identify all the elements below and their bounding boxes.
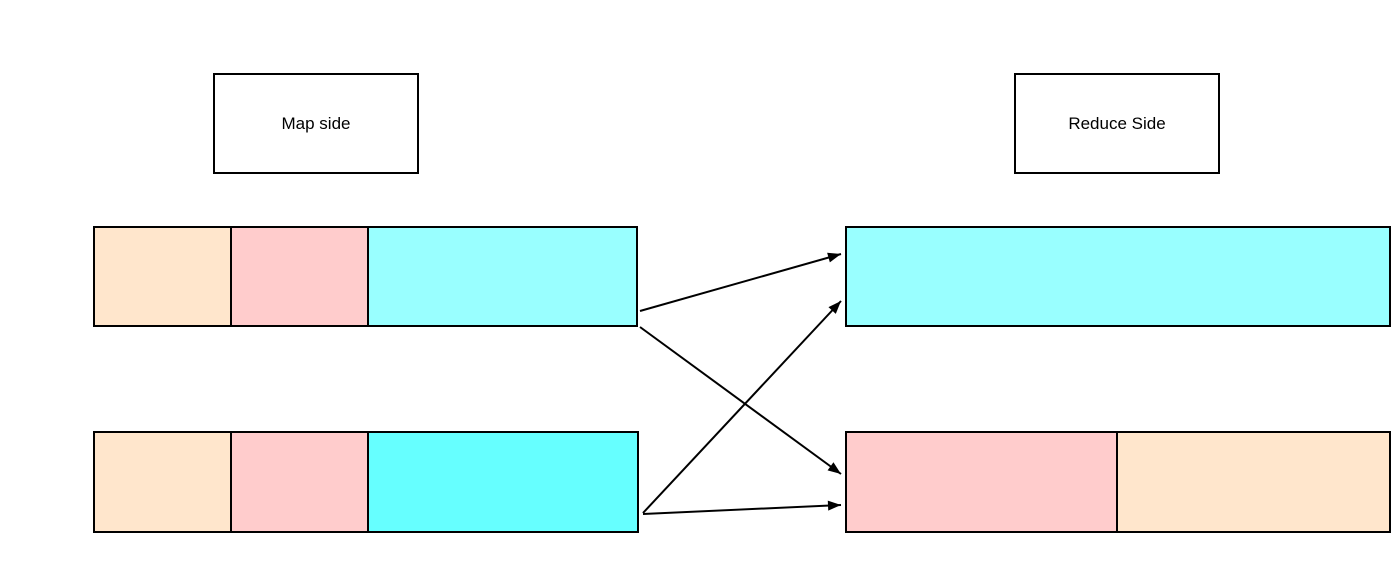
map2-cyan-partition [369,433,637,531]
reduce-input-bar-2 [845,431,1391,533]
map1-pink-partition [231,228,369,325]
reduce1-cyan-partition [847,228,1389,325]
map-output-bar-2 [93,431,639,533]
arrow-map-output-1-to-reduce-input-2 [639,326,842,475]
map1-peach-partition [95,228,232,325]
reduce-input-bar-1 [845,226,1391,327]
map2-pink-partition [232,433,370,531]
arrow-map-output-1-to-reduce-input-1 [639,252,842,312]
reduce2-pink-partition [847,433,1118,531]
reduce2-peach-partition [1117,433,1389,531]
map2-peach-partition [95,433,233,531]
arrow-map-output-2-to-reduce-input-2 [642,500,842,515]
map-side-label-box: Map side [213,73,419,174]
map1-cyan-partition [368,228,636,325]
arrow-map-output-2-to-reduce-input-1 [642,300,842,514]
reduce-side-label: Reduce Side [1068,113,1166,133]
reduce-side-label-box: Reduce Side [1014,73,1220,174]
map-side-label: Map side [281,113,351,133]
map-output-bar-1 [93,226,638,327]
